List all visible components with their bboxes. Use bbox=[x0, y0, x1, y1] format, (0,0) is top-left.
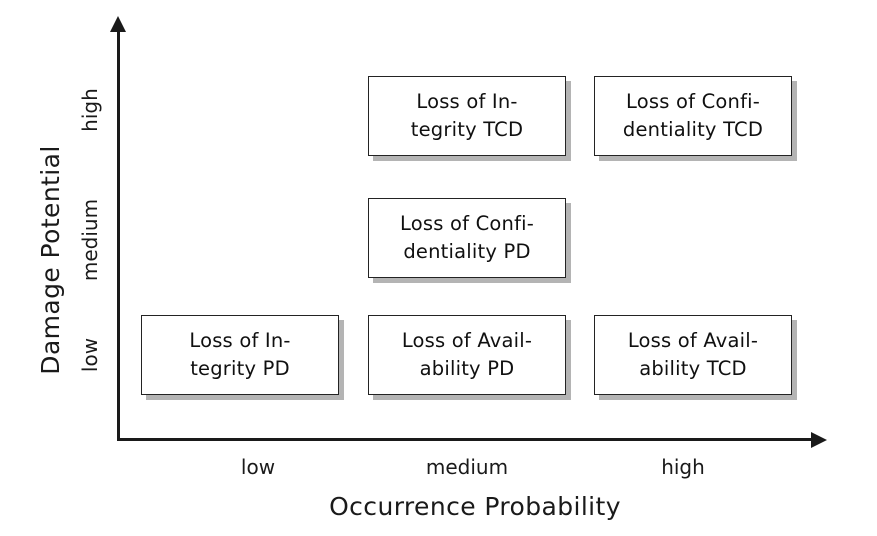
x-axis-title: Occurrence Probability bbox=[329, 492, 621, 521]
risk-cell-line-1: Loss of In- bbox=[416, 89, 518, 113]
risk-cell-integrity-pd[interactable]: Loss of In- tegrity PD bbox=[141, 315, 339, 395]
x-axis-arrowhead-icon bbox=[811, 432, 827, 448]
risk-cell-line-2: tegrity PD bbox=[190, 357, 290, 380]
risk-cell-line-1: Loss of Avail- bbox=[401, 328, 533, 352]
y-axis-arrowhead-icon bbox=[110, 16, 126, 32]
risk-cell-line-2: dentiality PD bbox=[403, 240, 531, 263]
risk-cell-line-1: Loss of Confi- bbox=[400, 211, 534, 235]
x-axis-tick-low: low bbox=[240, 455, 276, 479]
risk-cell-line-2: ability TCD bbox=[639, 357, 747, 380]
risk-cell-confidentiality-tcd[interactable]: Loss of Confi- dentiality TCD bbox=[594, 76, 792, 156]
risk-cell-line-2: ability PD bbox=[419, 357, 515, 380]
risk-cell-line-1: Loss of Confi- bbox=[626, 89, 760, 113]
x-axis-line bbox=[117, 438, 815, 441]
y-axis-line bbox=[117, 30, 120, 441]
risk-cell-availability-pd[interactable]: Loss of Avail- ability PD bbox=[368, 315, 566, 395]
risk-cell-line-2: dentiality TCD bbox=[622, 118, 764, 141]
x-axis-tick-high: high bbox=[661, 455, 705, 479]
risk-cell-availability-tcd[interactable]: Loss of Avail- ability TCD bbox=[594, 315, 792, 395]
risk-cell-integrity-tcd[interactable]: Loss of In- tegrity TCD bbox=[368, 76, 566, 156]
risk-cell-line-1: Loss of In- bbox=[189, 328, 291, 352]
risk-cell-line-2: tegrity TCD bbox=[410, 118, 524, 141]
risk-cell-line-1: Loss of Avail- bbox=[627, 328, 759, 352]
risk-cell-confidentiality-pd[interactable]: Loss of Confi- dentiality PD bbox=[368, 198, 566, 278]
x-axis-tick-medium: medium bbox=[425, 455, 509, 479]
